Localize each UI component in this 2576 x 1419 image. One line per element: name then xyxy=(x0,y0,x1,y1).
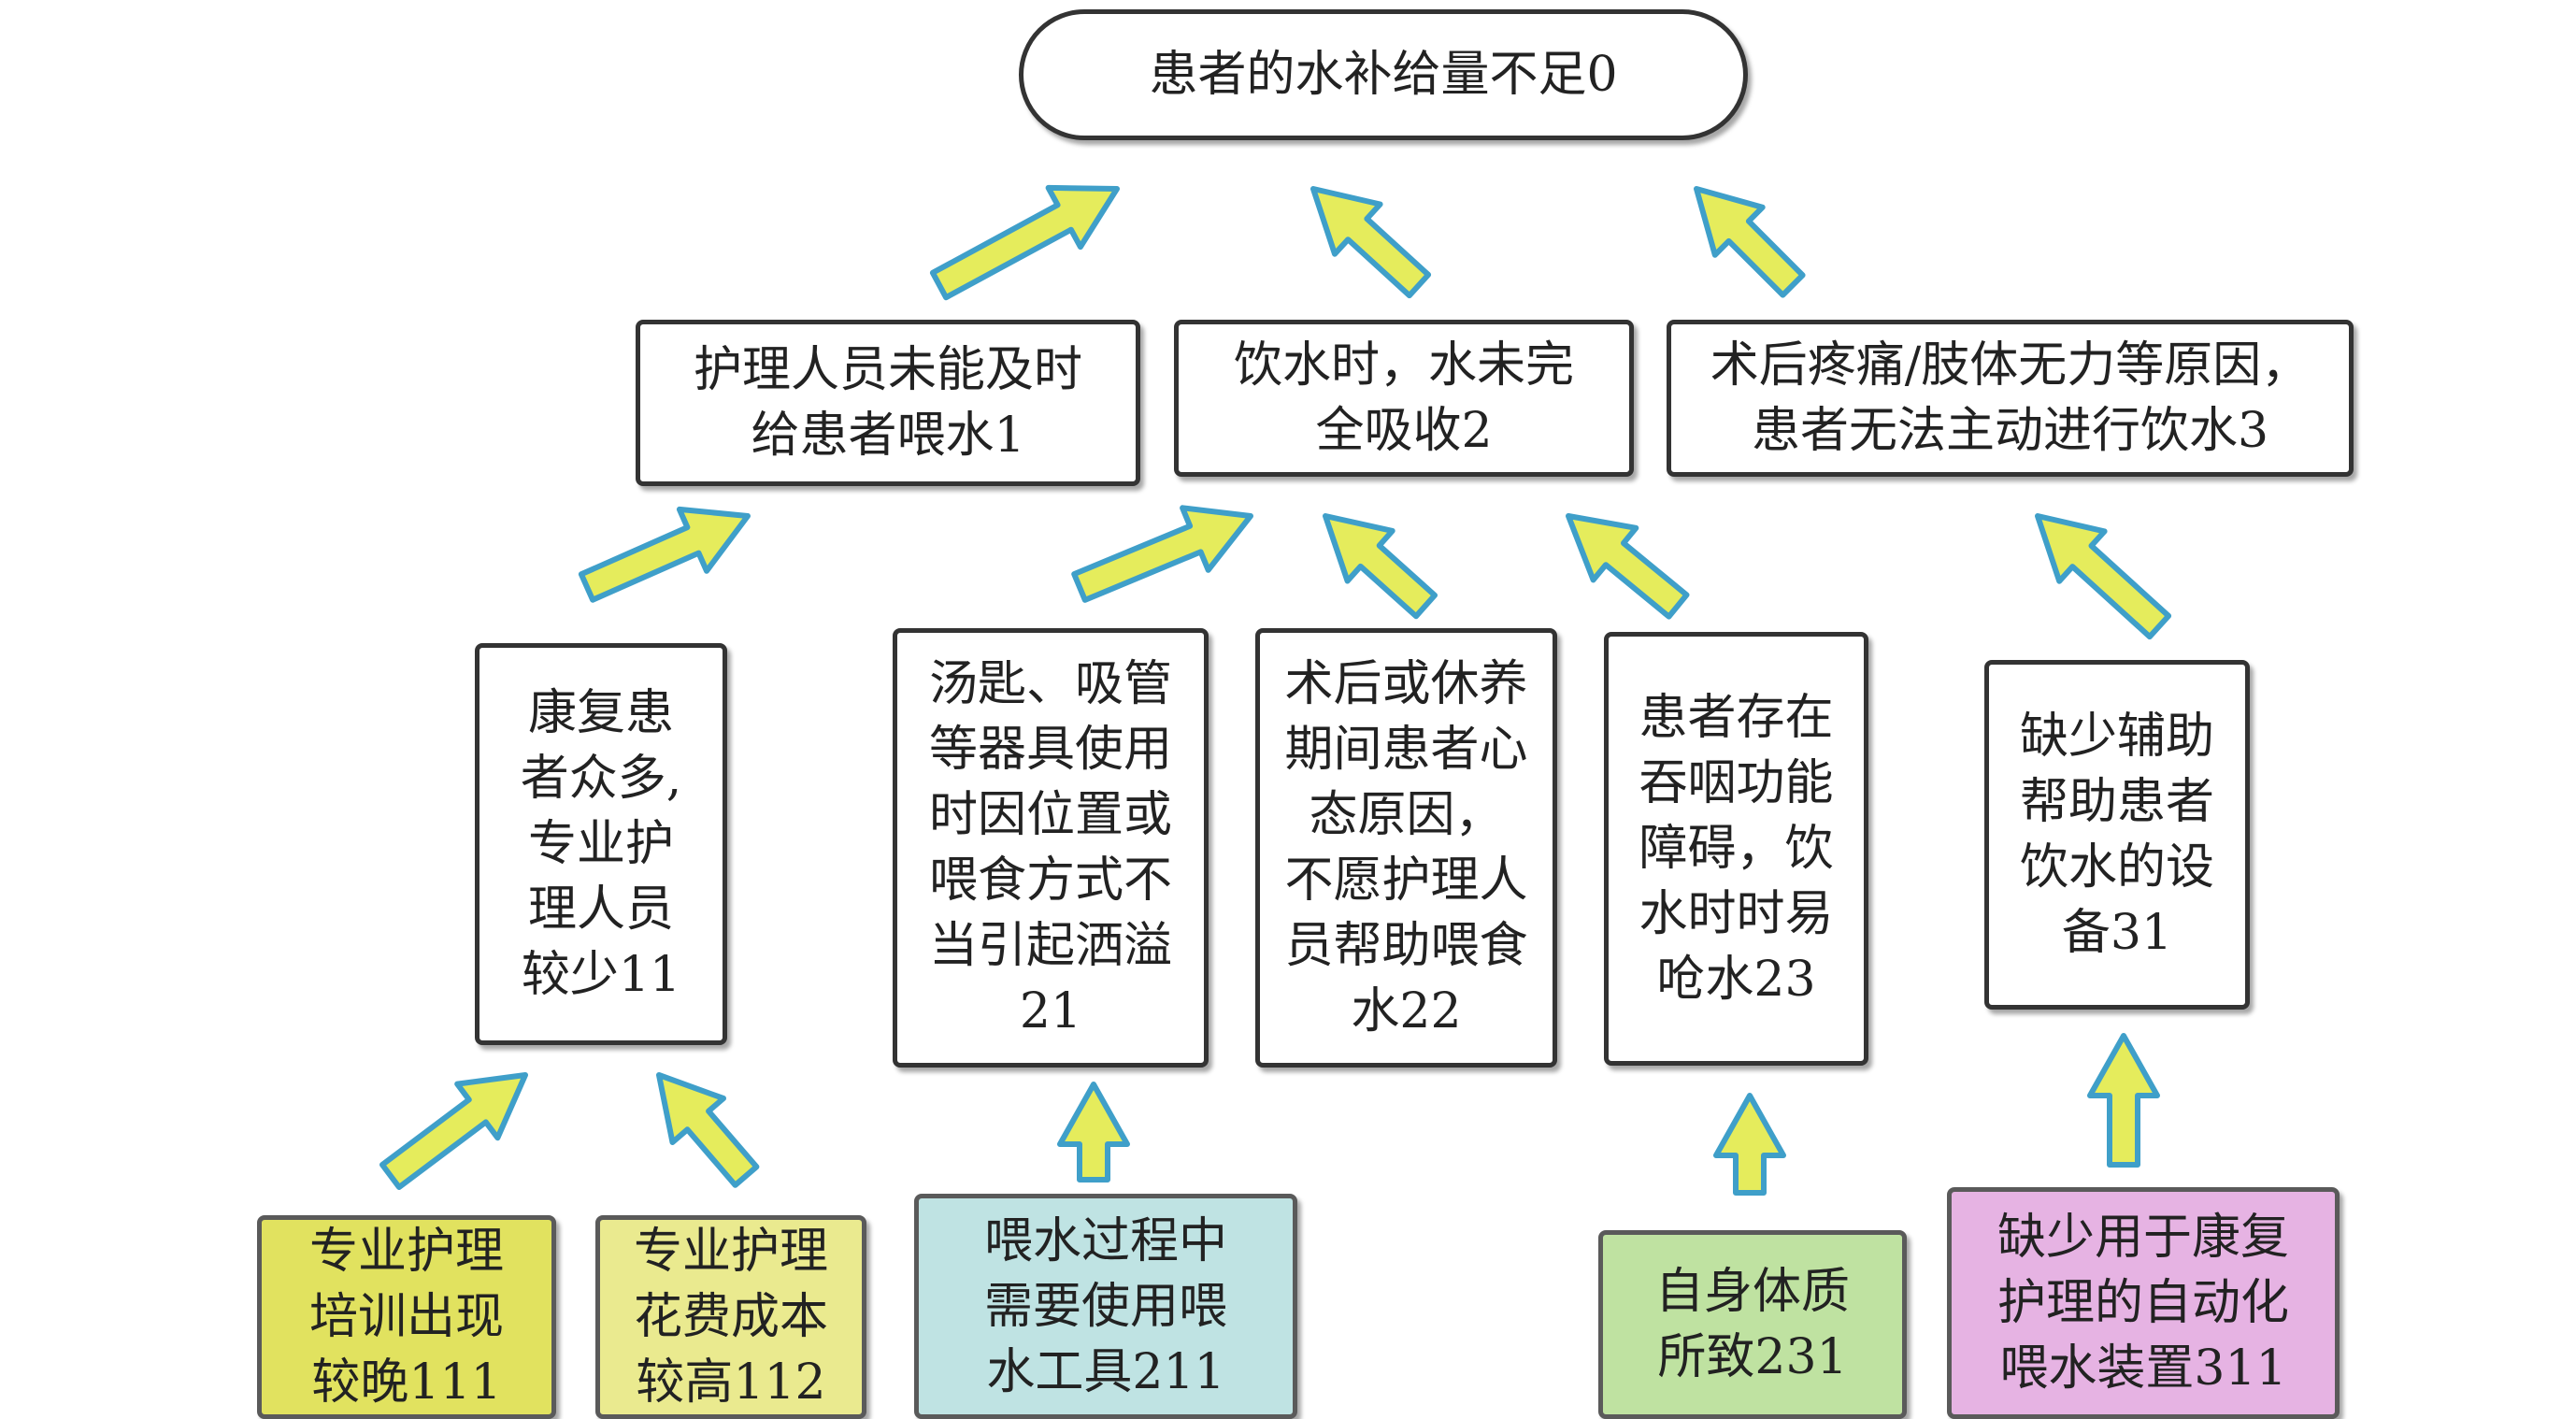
node-1: 护理人员未能及时 给患者喂水1 xyxy=(636,320,1140,486)
arrow-11-to-1 xyxy=(578,506,751,603)
node-112: 专业护理 花费成本 较高112 xyxy=(595,1215,866,1419)
node-23-label: 患者存在 吞咽功能 障碍，饮 水时时易 呛水23 xyxy=(1639,690,1834,1008)
node-231: 自身体质 所致231 xyxy=(1598,1230,1907,1419)
root-node: 患者的水补给量不足0 xyxy=(1019,9,1748,140)
node-211-label: 喂水过程中 需要使用喂 水工具211 xyxy=(983,1212,1227,1400)
arrow-31-to-3 xyxy=(2035,513,2172,640)
arrow-112-to-11 xyxy=(656,1072,760,1188)
node-1-label: 护理人员未能及时 给患者喂水1 xyxy=(693,342,1082,464)
node-22: 术后或休养 期间患者心 态原因， 不愿护理人 员帮助喂食 水22 xyxy=(1255,628,1557,1068)
arrow-22-to-2 xyxy=(1323,513,1438,620)
node-211: 喂水过程中 需要使用喂 水工具211 xyxy=(914,1194,1297,1419)
node-3: 术后疼痛/肢体无力等原因， 患者无法主动进行饮水3 xyxy=(1667,320,2354,477)
node-111-label: 专业护理 培训出现 较晚111 xyxy=(308,1224,504,1411)
arrow-1-to-0 xyxy=(929,184,1120,301)
node-311: 缺少用于康复 护理的自动化 喂水装置311 xyxy=(1947,1187,2340,1419)
node-31: 缺少辅助 帮助患者 饮水的设 备31 xyxy=(1984,660,2250,1010)
arrow-231-to-23 xyxy=(1713,1093,1786,1196)
node-21-label: 汤匙、吸管 等器具使用 时因位置或 喂食方式不 当引起洒溢 21 xyxy=(928,656,1172,1039)
arrow-23-to-2 xyxy=(1566,513,1690,620)
node-22-label: 术后或休养 期间患者心 态原因， 不愿护理人 员帮助喂食 水22 xyxy=(1284,656,1528,1039)
node-311-label: 缺少用于康复 护理的自动化 喂水装置311 xyxy=(1996,1210,2289,1397)
node-112-label: 专业护理 花费成本 较高112 xyxy=(633,1224,828,1411)
arrow-211-to-21 xyxy=(1057,1082,1130,1182)
node-111: 专业护理 培训出现 较晚111 xyxy=(257,1215,556,1419)
node-231-label: 自身体质 所致231 xyxy=(1654,1264,1850,1385)
arrow-21-to-2 xyxy=(1071,505,1253,603)
node-23: 患者存在 吞咽功能 障碍，饮 水时时易 呛水23 xyxy=(1604,632,1868,1066)
node-3-label: 术后疼痛/肢体无力等原因， 患者无法主动进行饮水3 xyxy=(1710,337,2311,459)
node-31-label: 缺少辅助 帮助患者 饮水的设 备31 xyxy=(2019,709,2214,961)
arrow-2-to-0 xyxy=(1310,186,1432,299)
node-21: 汤匙、吸管 等器具使用 时因位置或 喂食方式不 当引起洒溢 21 xyxy=(893,628,1209,1068)
arrow-111-to-11 xyxy=(379,1072,528,1190)
node-2-label: 饮水时，水未完 全吸收2 xyxy=(1233,337,1574,459)
node-11: 康复患 者众多, 专业护 理人员 较少11 xyxy=(475,643,727,1045)
node-2: 饮水时，水未完 全吸收2 xyxy=(1174,320,1634,477)
root-node-label: 患者的水补给量不足0 xyxy=(1149,47,1618,103)
arrow-3-to-0 xyxy=(1694,186,1806,298)
arrow-311-to-31 xyxy=(2087,1033,2160,1168)
node-11-label: 康复患 者众多, 专业护 理人员 较少11 xyxy=(520,685,682,1003)
